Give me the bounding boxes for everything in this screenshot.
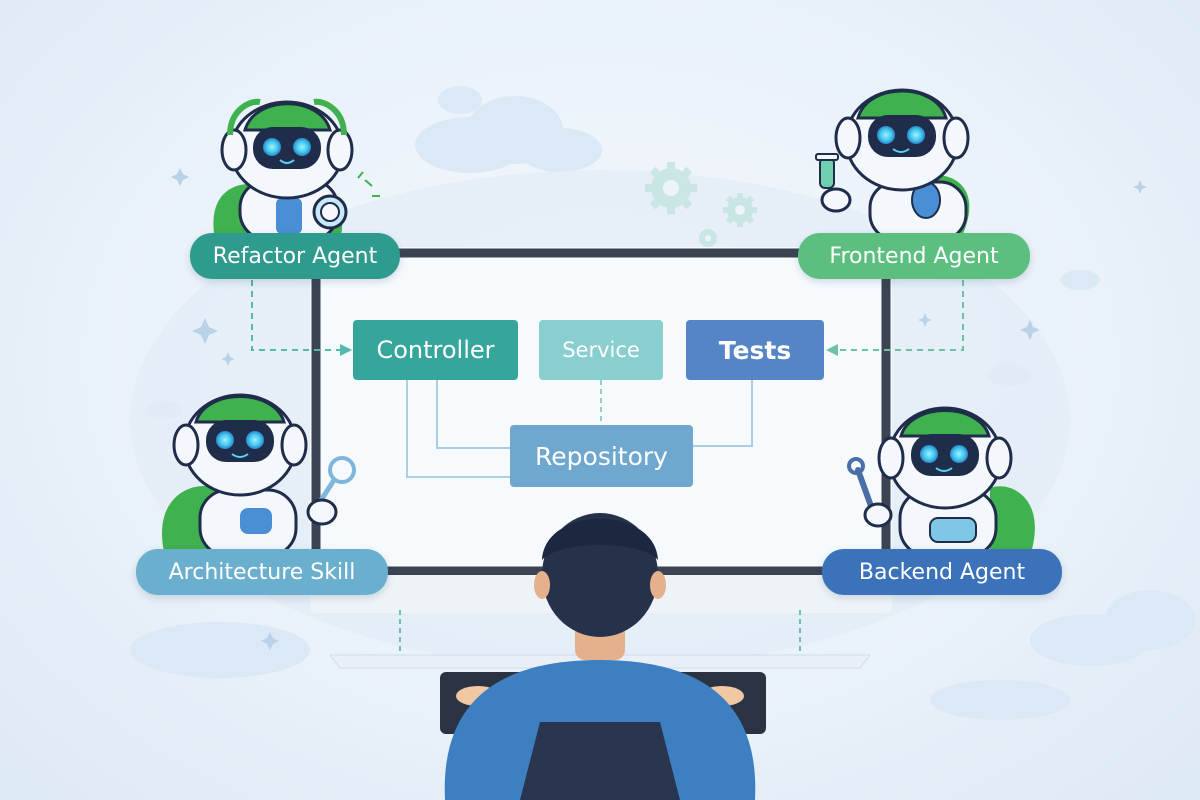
architecture-skill-label[interactable]: Architecture Skill [136, 549, 388, 595]
test-tube-icon [815, 153, 839, 189]
developer-figure [444, 513, 756, 800]
refactor-robot [213, 98, 380, 242]
refactor-agent-label[interactable]: Refactor Agent [190, 233, 400, 279]
frontend-robot [815, 88, 970, 242]
tests-box[interactable]: Tests [686, 320, 824, 380]
backend-agent-label[interactable]: Backend Agent [822, 549, 1062, 595]
gear-icon [645, 162, 757, 247]
frontend-agent-label[interactable]: Frontend Agent [798, 233, 1030, 279]
backend-robot [847, 406, 1035, 558]
diagram-connectors [251, 280, 964, 655]
architecture-robot [161, 393, 356, 558]
sparkle-icon [357, 171, 380, 197]
repository-box[interactable]: Repository [510, 425, 693, 487]
arrowhead-controller [340, 344, 352, 356]
controller-box[interactable]: Controller [353, 320, 518, 380]
sparkle-icon [171, 168, 1147, 650]
service-box[interactable]: Service [539, 320, 663, 380]
arrowhead-tests [826, 344, 838, 356]
